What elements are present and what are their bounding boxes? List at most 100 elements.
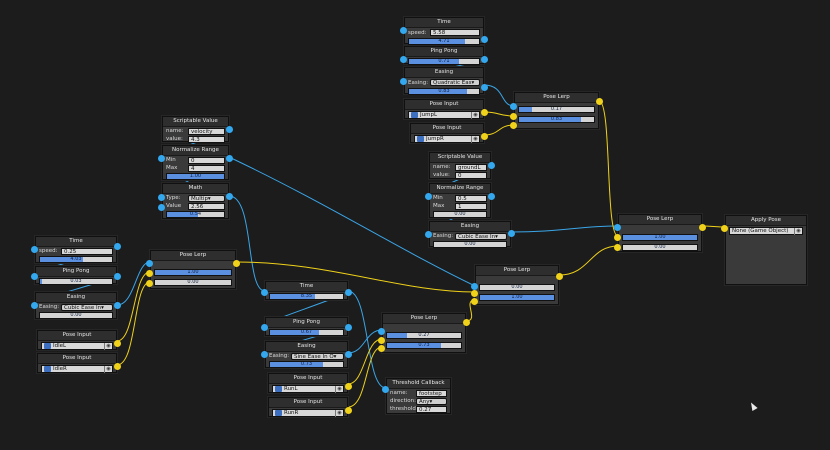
output-port[interactable] [463,319,470,326]
output-port[interactable] [481,84,488,91]
input-port[interactable] [158,204,165,211]
input-port[interactable] [382,386,389,393]
easing-node-top[interactable]: Easing Easing:Quadratic Eas▾ 0.83 [400,67,488,95]
pose-input-port[interactable] [146,270,153,277]
output-port[interactable] [481,133,488,140]
pose-lerp-node-left[interactable]: Pose Lerp 1.00 0.00 [146,250,240,289]
output-port[interactable] [114,302,121,309]
output-port[interactable] [345,289,352,296]
pose-input-port[interactable] [471,290,478,297]
name-field[interactable]: velocity [188,127,225,135]
pose-input-port[interactable] [471,298,478,305]
speed-field[interactable]: 0.25 [61,247,113,255]
easing-dropdown[interactable]: Cubic Ease In▾ [455,232,507,240]
input-port[interactable] [31,273,38,280]
pose-lerp-node-top[interactable]: Pose Lerp 0.17 0.83 [510,92,603,129]
pose-input-port[interactable] [510,122,517,129]
output-port[interactable] [345,383,352,390]
output-port[interactable] [114,243,121,250]
value-field[interactable]: 2.56 [188,202,225,210]
easing-dropdown[interactable]: Quadratic Eas▾ [430,79,480,86]
pose-object-field[interactable]: RunL◉ [272,385,344,393]
pose-object-field[interactable]: JumpR◉ [414,135,480,143]
input-port[interactable] [261,289,268,296]
output-port[interactable] [481,109,488,116]
output-port[interactable] [345,324,352,331]
input-port[interactable] [261,351,268,358]
output-port[interactable] [556,273,563,280]
output-port[interactable] [488,193,495,200]
pose-input-port[interactable] [378,337,385,344]
pose-lerp-node-low[interactable]: Pose Lerp 0.27 0.73 [378,313,470,353]
input-port[interactable] [31,302,38,309]
math-type-dropdown[interactable]: Multip▾ [188,194,225,202]
input-port[interactable] [400,78,407,85]
max-field[interactable]: 4 [188,164,225,172]
input-port[interactable] [158,194,165,201]
min-field[interactable]: 0 [188,156,225,164]
object-picker-icon[interactable]: ◉ [104,365,112,373]
pose-input-port[interactable] [510,113,517,120]
easing-node-mid[interactable]: Easing Easing:Cubic Ease In▾ 0.00 [425,221,515,248]
pose-input-port[interactable] [721,225,728,232]
scriptable-value-node-mid[interactable]: Scriptable Value name:groundL value:0 [429,152,495,179]
pose-object-field[interactable]: IdleL◉ [41,342,113,350]
input-port[interactable] [146,260,153,267]
time-node-left[interactable]: Time speed:0.25 4.03 [31,236,121,263]
pose-input-port[interactable] [378,345,385,352]
pose-input-port[interactable] [614,234,621,241]
pose-object-field[interactable]: RunR◉ [272,409,344,417]
min-field[interactable]: 0.5 [455,194,487,202]
output-port[interactable] [233,260,240,267]
scriptable-value-node-left[interactable]: Scriptable Value name:velocity value:4.3 [162,116,233,143]
pose-input-node-idlel[interactable]: Pose Input IdleL◉ [37,330,121,350]
name-field[interactable]: groundL [455,163,487,171]
object-picker-icon[interactable]: ◉ [104,342,112,350]
output-port[interactable] [345,351,352,358]
input-port[interactable] [31,246,38,253]
input-port[interactable] [510,103,517,110]
output-port[interactable] [488,162,495,169]
output-port[interactable] [114,273,121,280]
output-port[interactable] [508,230,515,237]
output-port[interactable] [596,98,603,105]
output-port[interactable] [481,56,488,63]
time-node-top[interactable]: Time speed:5.58 4.71 [400,17,488,45]
name-field[interactable]: footstep [416,389,447,397]
output-port[interactable] [114,363,121,370]
pose-input-node-jumpr[interactable]: Pose Input JumpR◉ [410,123,488,143]
value-field[interactable]: 0 [455,171,487,179]
output-port[interactable] [345,407,352,414]
output-port[interactable] [226,193,233,200]
input-port[interactable] [471,283,478,290]
object-picker-icon[interactable]: ◉ [335,385,343,393]
output-port[interactable] [481,36,488,43]
pose-input-port[interactable] [614,244,621,251]
output-port[interactable] [699,224,706,231]
input-port[interactable] [425,193,432,200]
easing-node-left[interactable]: Easing Easing:Cubic Ease In▾ 0.00 [31,292,121,319]
target-object-field[interactable]: None (Game Object)◉ [729,227,803,235]
easing-dropdown[interactable]: Cubic Ease In▾ [61,303,113,311]
pose-lerp-node-right[interactable]: Pose Lerp 1.00 0.00 [614,214,706,252]
direction-dropdown[interactable]: Any▾ [416,397,447,405]
pose-input-node-idler[interactable]: Pose Input IdleR◉ [37,353,121,373]
pose-input-node-runl[interactable]: Pose Input RunL◉ [268,373,352,393]
output-port[interactable] [114,340,121,347]
apply-pose-node[interactable]: Apply Pose None (Game Object)◉ [721,215,807,285]
max-field[interactable]: 1 [455,202,487,210]
speed-field[interactable]: 5.58 [430,29,480,36]
value-field[interactable]: 4.3 [188,135,225,143]
input-port[interactable] [261,324,268,331]
pose-object-field[interactable]: JumpL◉ [408,111,480,119]
output-port[interactable] [226,126,233,133]
pingpong-node-top[interactable]: Ping Pong 0.71 [400,46,488,65]
pose-input-port[interactable] [146,280,153,287]
object-picker-icon[interactable]: ◉ [471,111,479,119]
easing-dropdown[interactable]: Sine Ease In O▾ [291,352,344,360]
input-port[interactable] [158,155,165,162]
input-port[interactable] [425,231,432,238]
pingpong-node-left[interactable]: Ping Pong 0.03 [31,266,121,285]
